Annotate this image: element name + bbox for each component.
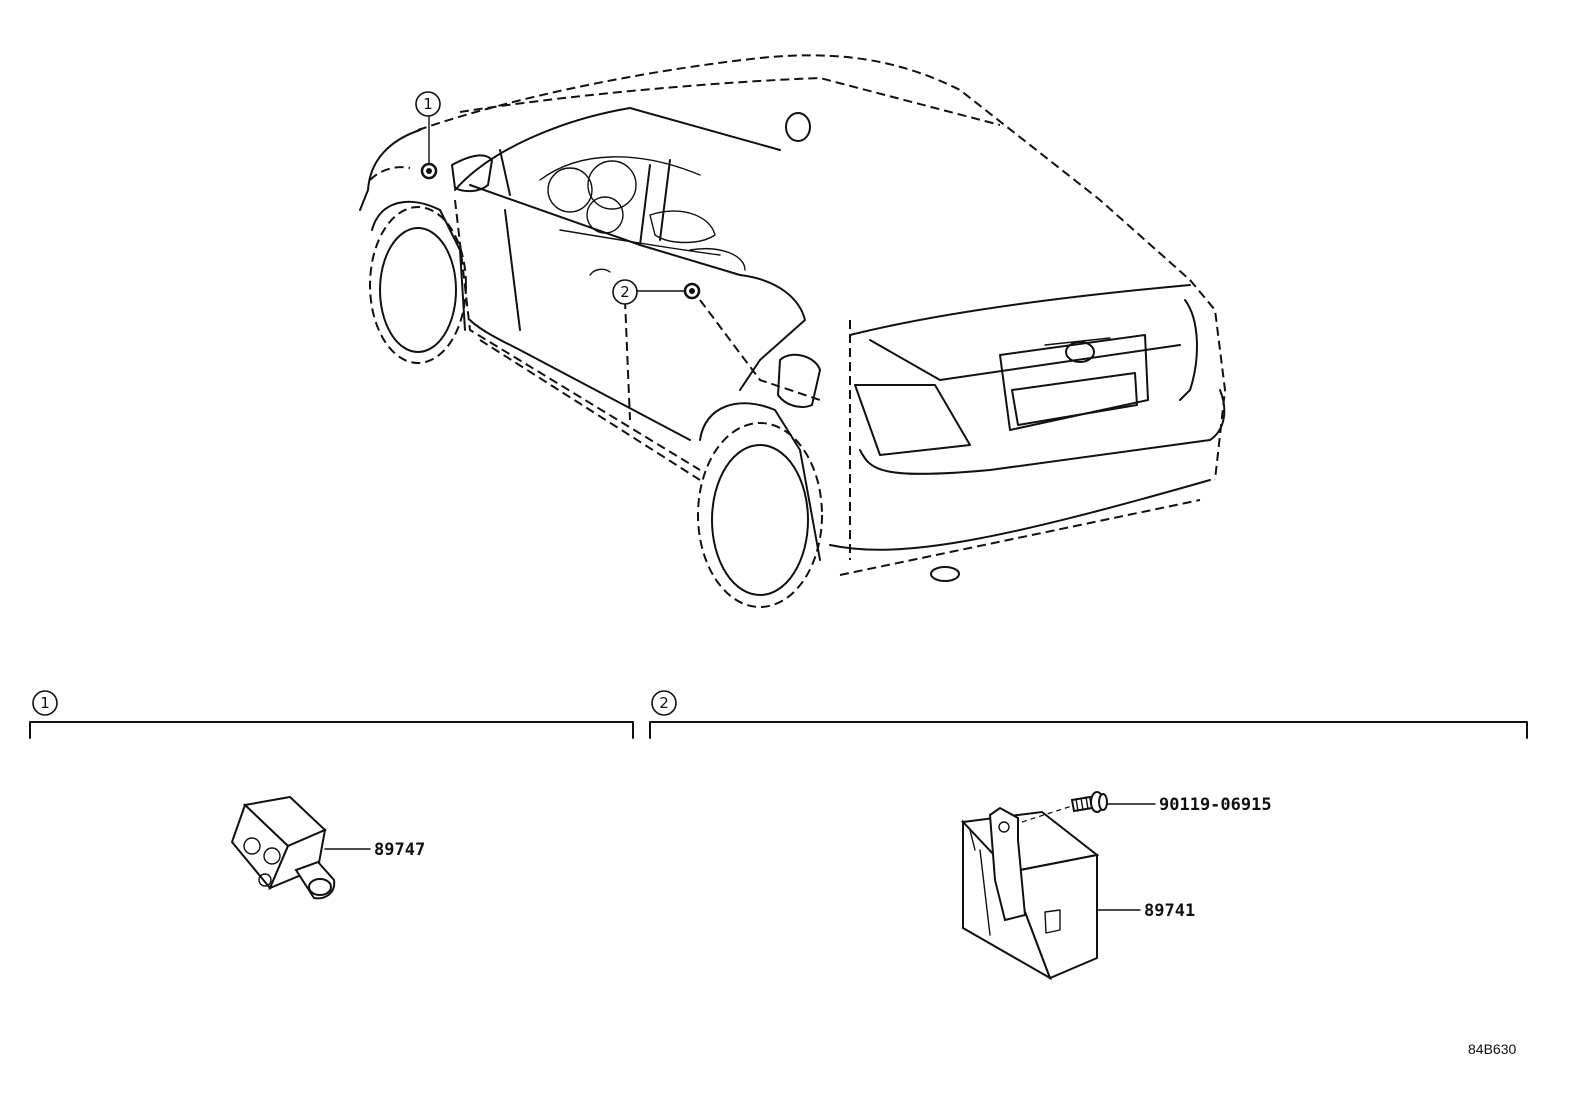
- callout-2[interactable]: 2: [612, 279, 638, 305]
- diagram-code: 84B630: [1468, 1041, 1516, 1057]
- bolt-part-illustration[interactable]: [1021, 791, 1108, 823]
- location-marker-1: [420, 115, 438, 180]
- section-1-header: 1: [29, 690, 634, 739]
- callout-1-label: 1: [423, 95, 433, 113]
- location-marker-2: [636, 282, 701, 300]
- sensor-part-illustration[interactable]: [230, 795, 336, 900]
- bolt-part-number[interactable]: 90119-06915: [1159, 795, 1272, 815]
- section-2-header: 2: [649, 690, 1528, 739]
- callout-2-label: 2: [620, 283, 630, 301]
- section-1-label: 1: [40, 694, 50, 712]
- vehicle-illustration: [359, 54, 1226, 608]
- section-2-label: 2: [659, 694, 669, 712]
- ecu-part-illustration[interactable]: [960, 806, 1100, 981]
- sensor-part-number[interactable]: 89747: [374, 840, 425, 860]
- ecu-part-number[interactable]: 89741: [1144, 901, 1195, 921]
- callout-1[interactable]: 1: [415, 91, 441, 117]
